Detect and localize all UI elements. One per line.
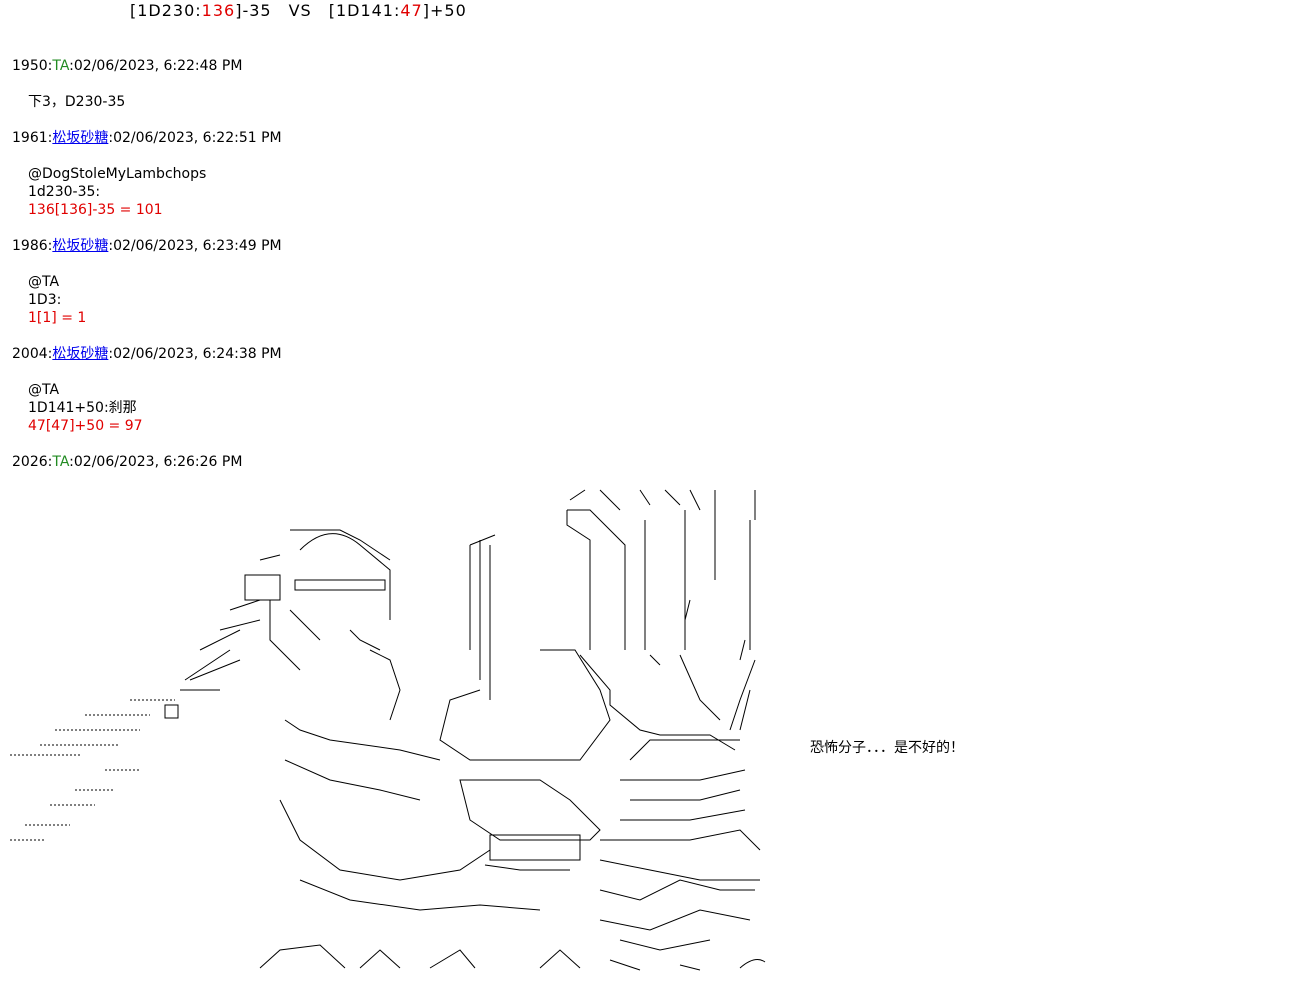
post-header: 1961:松坂砂糖:02/06/2023, 6:22:51 PM — [12, 130, 282, 146]
dice-header: [1D230:136]-35 VS [1D141:47]+50 — [130, 2, 467, 20]
post-number: 1950 — [12, 58, 48, 74]
post-header: 1986:松坂砂糖:02/06/2023, 6:23:49 PM — [12, 238, 282, 254]
post-author-link[interactable]: 松坂砂糖 — [52, 238, 109, 254]
post-body: 下3，D230-35 — [28, 94, 126, 110]
post-date: 02/06/2023, 6:22:51 PM — [113, 130, 282, 146]
post-body: 1d230-35: — [28, 184, 101, 200]
post-author: TA — [52, 454, 70, 470]
header-text: ]-35 VS [1D141: — [235, 1, 401, 20]
post-author-link[interactable]: 松坂砂糖 — [52, 130, 109, 146]
post-header: 2004:松坂砂糖:02/06/2023, 6:24:38 PM — [12, 346, 282, 362]
post-body: 1D3: — [28, 292, 62, 308]
header-text: [1D230: — [130, 1, 202, 20]
ascii-art-illustration — [10, 489, 766, 971]
dice-roll-1: 136 — [201, 1, 236, 20]
dice-result: 136[136]-35 = 101 — [28, 202, 163, 218]
post-date: 02/06/2023, 6:23:49 PM — [113, 238, 282, 254]
post-date: 02/06/2023, 6:26:26 PM — [73, 454, 243, 470]
post-number: 2004 — [12, 346, 48, 362]
post-header: 2026:TA:02/06/2023, 6:26:26 PM — [12, 454, 243, 470]
post-body: 1D141+50:刹那 — [28, 400, 137, 416]
speech-text: 恐怖分子．．．是不好的！ — [810, 740, 964, 756]
dice-result: 47[47]+50 = 97 — [28, 418, 143, 434]
post-number: 1961 — [12, 130, 48, 146]
dice-roll-2: 47 — [400, 1, 423, 20]
post-author: TA — [52, 58, 70, 74]
dice-result: 1[1] = 1 — [28, 310, 87, 326]
post-body: @TA — [28, 382, 60, 398]
post-number: 1986 — [12, 238, 48, 254]
post-date: 02/06/2023, 6:24:38 PM — [113, 346, 282, 362]
post-number: 2026 — [12, 454, 48, 470]
post-body: @TA — [28, 274, 60, 290]
post-header: 1950:TA:02/06/2023, 6:22:48 PM — [12, 58, 243, 74]
header-text: ]+50 — [422, 1, 467, 20]
post-date: 02/06/2023, 6:22:48 PM — [73, 58, 243, 74]
post-author-link[interactable]: 松坂砂糖 — [52, 346, 109, 362]
post-body: @DogStoleMyLambchops — [28, 166, 207, 182]
